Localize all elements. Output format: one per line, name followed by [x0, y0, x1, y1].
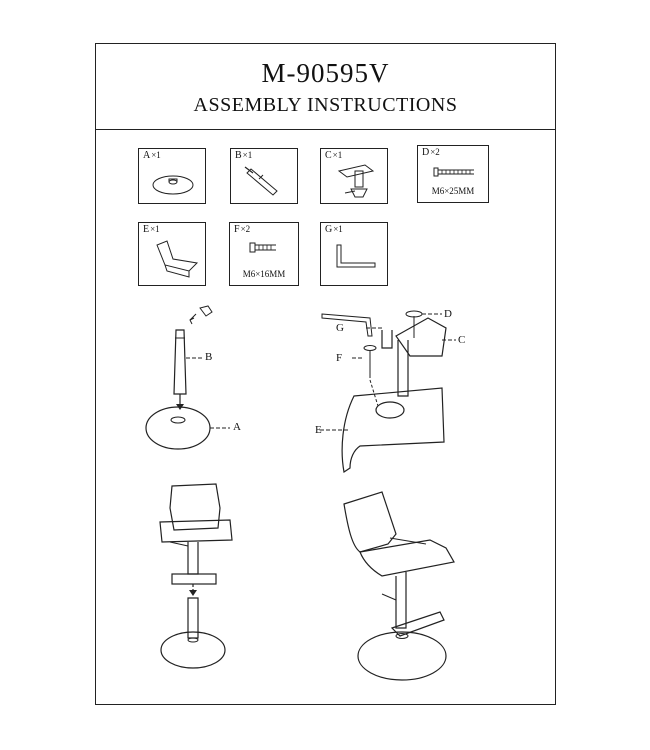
- part-d-box: D×2 M6×25MM: [417, 145, 489, 203]
- part-f-box: F×2 M6×16MM: [229, 222, 299, 286]
- part-letter: D: [422, 147, 430, 158]
- part-letter: G: [325, 224, 333, 235]
- callout-g: G: [336, 322, 344, 334]
- short-bolt-icon: [249, 242, 276, 253]
- callout-c: C: [458, 334, 466, 346]
- callout-e: E: [315, 424, 322, 436]
- step1-illustration: [145, 305, 230, 450]
- part-qty: ×1: [151, 150, 161, 160]
- callout-a: A: [233, 421, 241, 433]
- allen-key-icon: [336, 244, 376, 268]
- part-spec: M6×16MM: [242, 269, 286, 279]
- part-letter: B: [235, 150, 242, 161]
- callout-b: B: [205, 351, 213, 363]
- base-plate-icon: [152, 175, 194, 195]
- step2-illustration: [320, 310, 456, 474]
- part-letter: A: [143, 150, 151, 161]
- step4-illustration: [343, 491, 455, 681]
- part-b-box: B×1: [230, 148, 298, 204]
- model-number: M-90595V: [261, 58, 390, 88]
- document-title: ASSEMBLY INSTRUCTIONS: [193, 94, 458, 116]
- part-letter: F: [234, 224, 240, 235]
- seat-icon: [156, 240, 199, 278]
- part-e-box: E×1: [138, 222, 206, 286]
- part-c-box: C×1: [320, 148, 388, 204]
- seat-mechanism-icon: [337, 164, 375, 198]
- instruction-sheet: M-90595V ASSEMBLY INSTRUCTIONS: [95, 43, 556, 705]
- part-letter: E: [143, 224, 150, 235]
- part-qty: ×1: [150, 224, 160, 234]
- step3-illustration: [159, 483, 233, 669]
- part-qty: ×2: [430, 147, 440, 157]
- part-letter: C: [325, 150, 332, 161]
- part-qty: ×1: [333, 224, 343, 234]
- part-qty: ×1: [242, 150, 253, 160]
- part-spec: M6×25MM: [431, 186, 475, 196]
- part-a-box: A×1: [138, 148, 206, 204]
- header: M-90595V ASSEMBLY INSTRUCTIONS: [96, 44, 555, 130]
- gas-cylinder-icon: [244, 166, 278, 196]
- callout-d: D: [444, 308, 452, 320]
- part-qty: ×1: [332, 150, 343, 160]
- part-qty: ×2: [240, 224, 251, 234]
- part-g-box: G×1: [320, 222, 388, 286]
- long-bolt-icon: [433, 167, 474, 177]
- callout-f: F: [336, 352, 343, 364]
